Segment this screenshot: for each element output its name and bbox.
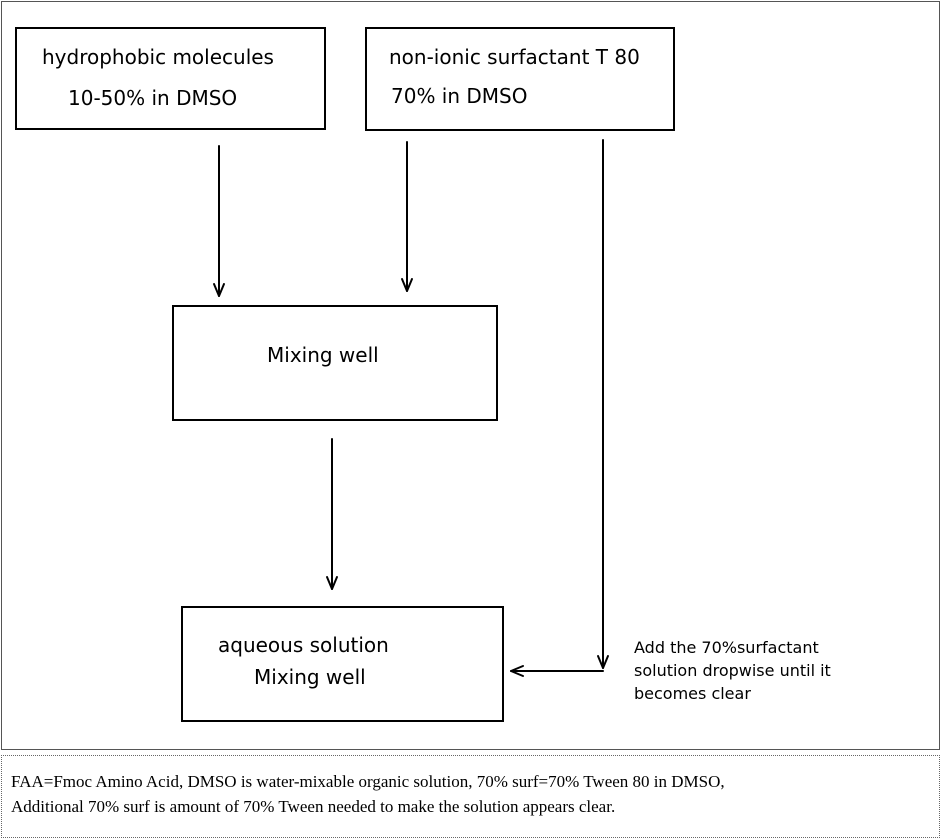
surfactant-box-line1: non-ionic surfactant T 80 <box>389 45 640 69</box>
caption-line2: Additional 70% surf is amount of 70% Twe… <box>11 797 616 816</box>
caption-line1: FAA=Fmoc Amino Acid, DMSO is water-mixab… <box>11 772 725 791</box>
note-line1: Add the 70%surfactant <box>634 638 819 657</box>
arrowhead-dropwise-to-aqueous <box>510 665 524 677</box>
arrowhead-surfactant-to-mixing <box>401 278 413 292</box>
arrowhead-surfactant-down <box>597 655 609 669</box>
aqueous-box-line1: aqueous solution <box>218 633 389 657</box>
note-line3: becomes clear <box>634 684 751 703</box>
hydrophobic-molecules-box: hydrophobic molecules 10-50% in DMSO <box>15 27 326 130</box>
aqueous-solution-box: aqueous solution Mixing well <box>181 606 504 722</box>
arrowhead-hydrophobic-to-mixing <box>213 283 225 297</box>
mixing-box-line1: Mixing well <box>267 343 379 367</box>
hydrophobic-box-line2: 10-50% in DMSO <box>68 86 238 110</box>
hydrophobic-box-line1: hydrophobic molecules <box>42 45 274 69</box>
surfactant-box: non-ionic surfactant T 80 70% in DMSO <box>365 27 675 131</box>
mixing-well-box: Mixing well <box>172 305 498 421</box>
diagram-frame <box>1 1 940 750</box>
aqueous-box-line2: Mixing well <box>254 665 366 689</box>
dropwise-note: Add the 70%surfactant solution dropwise … <box>634 636 831 705</box>
surfactant-box-line2: 70% in DMSO <box>391 84 528 108</box>
arrowhead-mixing-to-aqueous <box>326 576 338 590</box>
figure-caption: FAA=Fmoc Amino Acid, DMSO is water-mixab… <box>1 755 940 838</box>
note-line2: solution dropwise until it <box>634 661 831 680</box>
